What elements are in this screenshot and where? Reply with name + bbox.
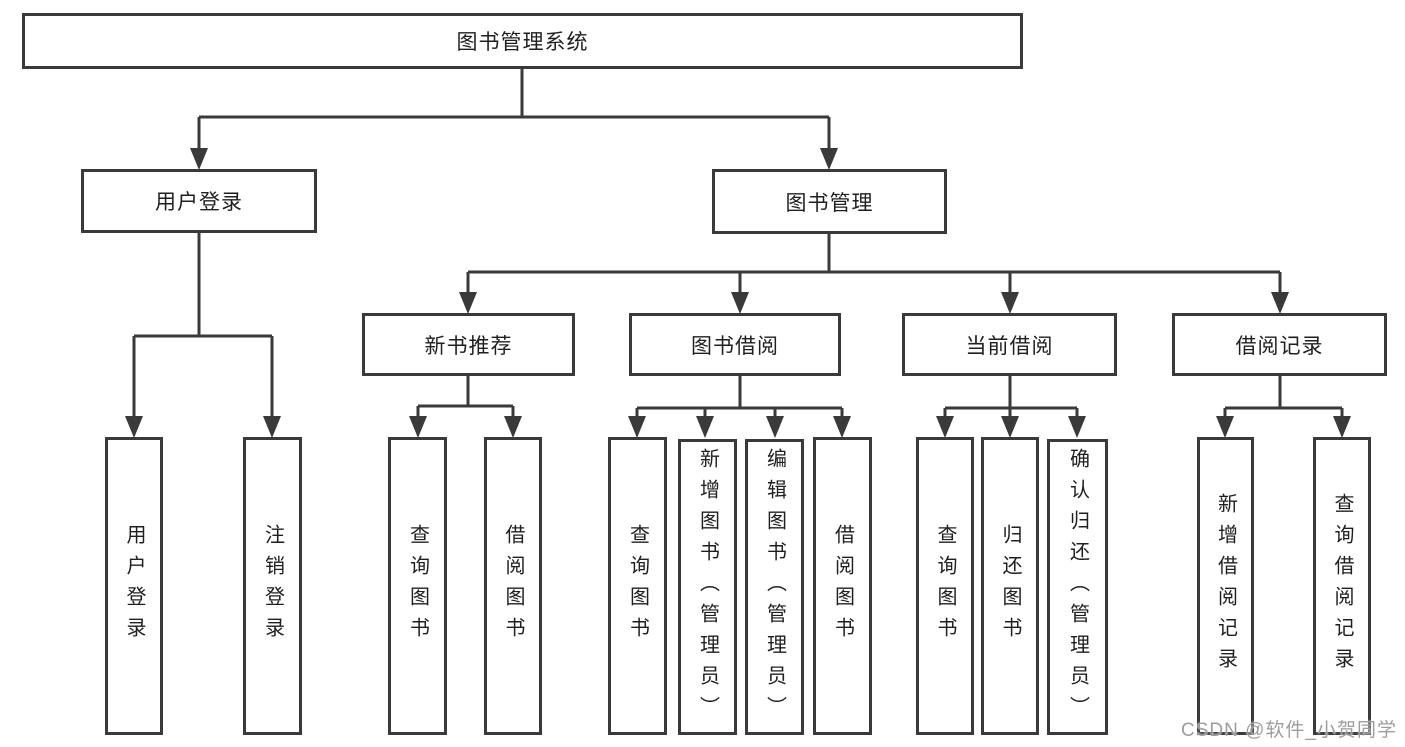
node-user-login-label: 用户登录 (155, 191, 243, 214)
leaf-rec-add-record-label: 新增借阅记录 (1214, 493, 1237, 679)
node-current-borrow: 当前借阅 (902, 313, 1117, 376)
leaf-nb-query-book: 查询图书 (388, 437, 447, 735)
leaf-bb-query-book-label: 查询图书 (626, 524, 649, 648)
node-book-borrow-label: 图书借阅 (691, 334, 779, 358)
leaf-logout-label: 注销登录 (261, 524, 284, 648)
leaf-bb-edit-book-admin: 编辑图书（管理员） (745, 439, 804, 735)
leaf-nb-borrow-book-label: 借阅图书 (502, 524, 524, 648)
leaf-cur-confirm-return-admin-label: 确认归还（管理员） (1066, 447, 1089, 727)
leaf-rec-add-record: 新增借阅记录 (1197, 437, 1254, 735)
leaf-bb-borrow-book-label: 借阅图书 (831, 524, 854, 648)
node-book-management-label: 图书管理 (785, 191, 874, 215)
leaf-logout: 注销登录 (243, 437, 302, 735)
leaf-cur-confirm-return-admin: 确认归还（管理员） (1047, 439, 1108, 735)
leaf-nb-query-book-label: 查询图书 (406, 524, 429, 648)
leaf-user-login: 用户登录 (105, 437, 163, 735)
leaf-cur-return-book: 归还图书 (981, 437, 1039, 735)
leaf-bb-add-book-admin: 新增图书（管理员） (678, 439, 737, 735)
leaf-cur-query-book: 查询图书 (916, 437, 974, 735)
node-borrow-records: 借阅记录 (1172, 313, 1387, 376)
leaf-bb-add-book-admin-label: 新增图书（管理员） (696, 447, 719, 727)
node-root-label: 图书管理系统 (456, 31, 589, 54)
node-user-login: 用户登录 (81, 169, 317, 233)
leaf-rec-query-record-label: 查询借阅记录 (1331, 493, 1353, 679)
node-book-borrow: 图书借阅 (629, 313, 841, 376)
leaf-nb-borrow-book: 借阅图书 (484, 437, 542, 735)
leaf-cur-return-book-label: 归还图书 (999, 524, 1021, 648)
node-root: 图书管理系统 (22, 13, 1023, 69)
leaf-rec-query-record: 查询借阅记录 (1313, 437, 1371, 735)
leaf-cur-query-book-label: 查询图书 (934, 524, 956, 648)
leaf-bb-borrow-book: 借阅图书 (813, 437, 872, 735)
node-borrow-records-label: 借阅记录 (1235, 334, 1324, 358)
csdn-watermark: CSDN @软件_小贺同学 (1181, 720, 1397, 741)
node-new-book-recommend: 新书推荐 (362, 313, 575, 376)
leaf-bb-query-book: 查询图书 (608, 437, 667, 735)
node-current-borrow-label: 当前借阅 (965, 334, 1054, 358)
node-new-book-recommend-label: 新书推荐 (424, 334, 513, 358)
leaf-user-login-label: 用户登录 (123, 524, 145, 648)
leaf-bb-edit-book-admin-label: 编辑图书（管理员） (763, 447, 786, 727)
node-book-management: 图书管理 (712, 169, 947, 234)
